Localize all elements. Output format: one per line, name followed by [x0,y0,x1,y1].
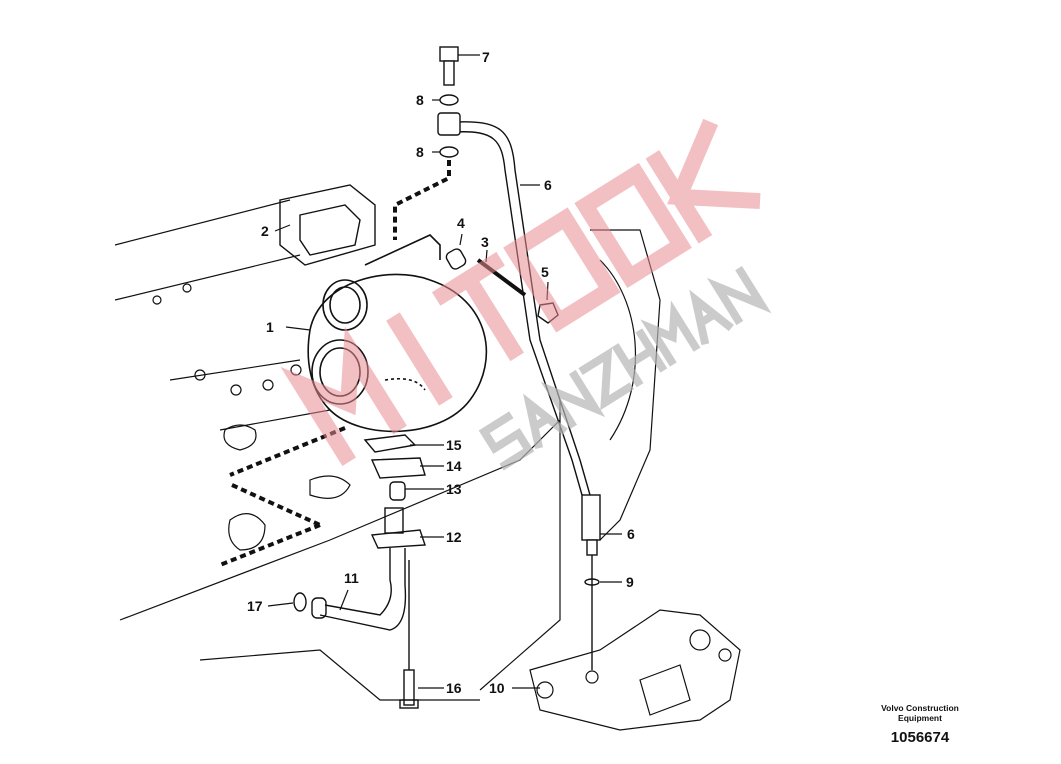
callout-label: 7 [482,49,490,65]
watermark-glyph-shape [386,312,453,406]
callout-label: 15 [446,437,462,453]
oil-sump-part [529,609,741,731]
watermark-glyph-shape [574,162,692,288]
watermark-glyph-shape [578,347,634,411]
callout-label: 5 [541,264,549,280]
illustration-number: 1056674 [890,729,950,746]
exhaust-gasket [279,184,376,266]
manufacturer-name: Volvo Construction [881,703,959,713]
callout-label: 1 [266,319,274,335]
callout-label: 13 [446,481,462,497]
watermark-glyph-shape [645,118,761,244]
callout-label: 12 [446,529,462,545]
illustration-footer: Volvo Construction Equipment 1056674 [860,703,980,746]
callout-label: 14 [446,458,462,474]
oil-feed-pipe [437,112,601,670]
callout-label: 4 [457,215,465,231]
watermark-logo-sublettering [478,265,772,471]
engine-block-outline [114,199,661,701]
watermark-glyph-shape [640,300,701,367]
watermark-glyph-shape [478,411,535,471]
callout-label: 6 [627,526,635,542]
bolt-and-washers [393,46,459,240]
callout-label: 17 [247,598,263,614]
callout-label: 3 [481,234,489,250]
callout-label: 16 [446,680,462,696]
watermark-glyph-shape [431,251,524,362]
callout-leader-line [267,602,294,607]
watermark-glyph-shape [280,326,407,467]
callout-label: 8 [416,144,424,160]
manufacturer-name-line2: Equipment [898,713,942,723]
watermark-glyph-shape [706,265,772,326]
callout-leader-line [274,224,291,232]
watermark-glyph-shape [503,207,621,333]
callout-leader-line [339,589,349,611]
callout-label: 2 [261,223,269,239]
watermark-glyph-shape [689,289,734,346]
callout-leaders [267,54,622,689]
callout-leader-line [459,233,463,246]
gasket-dashed-outline [219,426,346,567]
oil-return-assembly [293,434,426,709]
watermark-glyph-shape [540,369,606,429]
callout-label: 8 [416,92,424,108]
watermark-glyph-shape [611,328,668,388]
watermark-glyph-shape [523,393,568,449]
watermark [280,118,772,471]
callout-label: 11 [344,570,359,586]
watermark-logo-lettering [280,118,761,467]
callout-label: 6 [544,177,552,193]
callout-label: 9 [626,574,634,590]
callout-leader-line [285,326,311,331]
callout-label: 10 [489,680,505,696]
